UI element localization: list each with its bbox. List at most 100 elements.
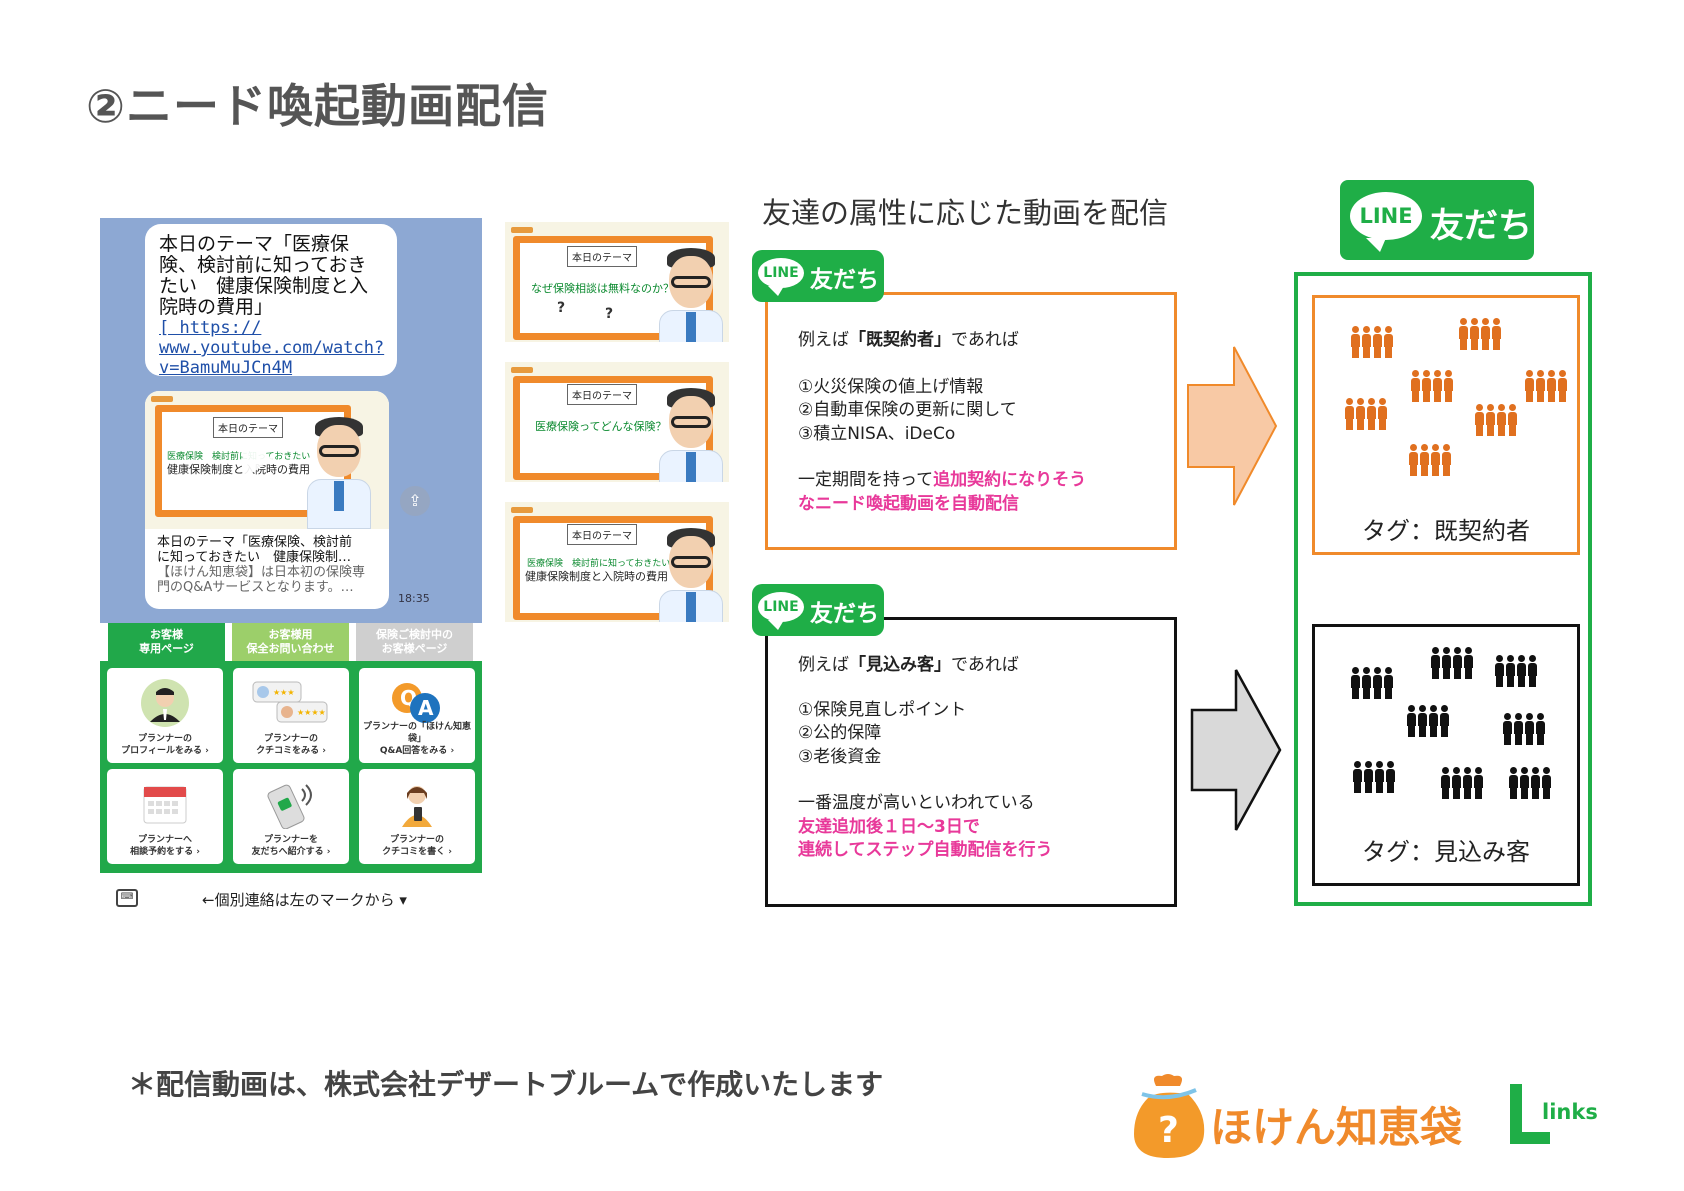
tab-label: お客様用 — [268, 628, 313, 641]
bag-question-mark: ? — [1158, 1110, 1179, 1151]
content-item: ②公的保障 — [798, 723, 882, 743]
chat-message-bubble: 本日のテーマ「医療保 険、検討前に知っておき たい 健康保険制度と入 院時の費用… — [145, 224, 397, 378]
tab-label: お客様ページ — [381, 642, 448, 655]
tile-label: Q&A回答をみる › — [379, 746, 455, 756]
tile-label: 友だちへ紹介する › — [251, 847, 331, 857]
hoken-logo-text: ほけん知恵袋 — [1210, 1103, 1463, 1152]
people-icon — [1509, 767, 1553, 799]
box-outro-line: なニード喚起動画を自動配信 — [798, 493, 1019, 514]
links-logo-text: links — [1542, 1100, 1598, 1124]
tab-prospect-page[interactable]: 保険ご検討中の お客様ページ — [356, 623, 473, 661]
people-icon — [1503, 713, 1547, 745]
theme-label: 本日のテーマ — [213, 417, 283, 438]
card-description: 本日のテーマ「医療保険、検討前 に知っておきたい 健康保険制… 【ほけん知恵袋】… — [157, 535, 382, 595]
theme-label: 本日のテーマ — [567, 384, 637, 405]
link-line[interactable]: [ https:// — [159, 318, 262, 338]
friend-tags-container: タグ：既契約者 タグ：見込み客 — [1294, 272, 1592, 906]
line-rich-menu: お客様 専用ページ お客様用 保全お問い合わせ 保険ご検討中の お客様ページ プ… — [100, 623, 482, 873]
brand-mini-logo — [511, 367, 533, 373]
line-logo-text: LINE — [758, 258, 804, 288]
video-link-card[interactable]: 本日のテーマ 医療保険 検討前に知っておきたい 健康保険制度と入院時の費用 本日… — [145, 391, 389, 609]
tag-label-prospect: タグ：見込み客 — [1362, 838, 1530, 866]
tile-label: 相談予約をする › — [130, 847, 200, 857]
board-black-text: 健康保険制度と入院時の費用 — [525, 570, 668, 583]
tile-label: プランナーの「ほけん知恵袋」 — [362, 722, 471, 744]
svg-text:★★★: ★★★ — [273, 688, 295, 697]
tab-maintenance-inquiry[interactable]: お客様用 保全お問い合わせ — [232, 623, 349, 661]
people-icon — [1411, 370, 1455, 402]
tab-label: 専用ページ — [139, 642, 194, 655]
card-sub-line: 門のQ&Aサービスとなります。… — [157, 580, 354, 595]
footnote: ＊配信動画は、株式会社デザートブルームで作成いたします — [128, 1068, 884, 1101]
box-outro: 一定期間を持って追加契約になりそう — [798, 470, 1087, 490]
box-outro-line: 友達追加後１日～3日で — [798, 816, 980, 837]
brand-mini-logo — [511, 227, 533, 233]
link-line[interactable]: v=BamuMuJCn4M — [159, 358, 293, 378]
tile-label: クチコミを書く › — [382, 847, 452, 857]
content-item: ③老後資金 — [798, 746, 882, 767]
content-item: ②自動車保険の更新に関して — [798, 400, 1017, 420]
box-intro: 例えば「既契約者」であれば — [798, 330, 1019, 350]
menu-tile-reviews[interactable]: ★★★★★★★ プランナーのクチコミをみる › — [233, 668, 349, 763]
people-icon — [1409, 444, 1453, 476]
share-icon[interactable]: ⇪ — [400, 486, 430, 516]
menu-tile-profile[interactable]: プランナーのプロフィールをみる › — [107, 668, 223, 763]
people-icon — [1431, 647, 1475, 679]
reviews-icon: ★★★★★★★ — [251, 678, 331, 732]
box-intro: 例えば「見込み客」であれば — [798, 655, 1019, 675]
link-line[interactable]: www.youtube.com/watch? — [159, 338, 385, 358]
tile-label: プランナーの — [137, 734, 192, 744]
card-text-line: に知っておきたい 健康保険制… — [157, 550, 351, 565]
line-friend-badge: LINE 友だち — [752, 250, 884, 302]
board-black-text: 健康保険制度と入院時の費用 — [167, 463, 310, 476]
video-thumbnail-3[interactable]: 本日のテーマ 医療保険 検討前に知っておきたい 健康保険制度と入院時の費用 — [505, 502, 729, 622]
play-icon[interactable] — [243, 439, 273, 479]
menu-tile-write-review[interactable]: プランナーのクチコミを書く › — [359, 769, 475, 864]
page-title: ②ニード喚起動画配信 — [86, 79, 549, 133]
tab-label: 保険ご検討中の — [376, 628, 453, 641]
tile-label: プランナーの — [389, 835, 444, 845]
board-question-text: なぜ保険相談は無料なのか？ — [531, 282, 674, 295]
tag-label-existing: タグ：既契約者 — [1362, 517, 1530, 545]
content-item: ①保険見直しポイント — [798, 699, 967, 720]
calendar-icon — [140, 779, 190, 833]
menu-tile-introduce[interactable]: プランナーを友だちへ紹介する › — [233, 769, 349, 864]
tab-label: お客様 — [150, 628, 183, 641]
question-mark: ? — [557, 300, 566, 316]
board-question-text: 医療保険ってどんな保険？ — [535, 420, 667, 433]
brand-mini-logo — [151, 396, 173, 402]
box-outro-line: 連続してステップ自動配信を行う — [798, 840, 1053, 860]
line-logo-text: LINE — [758, 592, 804, 622]
video-thumbnail-2[interactable]: 本日のテーマ 医療保険ってどんな保険？ — [505, 362, 729, 482]
tab-customer-page[interactable]: お客様 専用ページ — [108, 623, 225, 661]
youtube-link[interactable]: [ https:// www.youtube.com/watch? v=Bamu… — [159, 318, 385, 378]
video-thumbnail[interactable]: 本日のテーマ 医療保険 検討前に知っておきたい 健康保険制度と入院時の費用 — [145, 391, 389, 529]
menu-tile-reservation[interactable]: プランナーへ相談予約をする › — [107, 769, 223, 864]
content-item: ③積立NISA、iDeCo — [798, 423, 956, 444]
video-thumbnail-1[interactable]: 本日のテーマ なぜ保険相談は無料なのか？ ? ? — [505, 222, 729, 342]
tile-label: プランナーへ — [137, 835, 192, 845]
tile-label: プランナーの — [263, 734, 318, 744]
people-icon — [1351, 326, 1395, 358]
people-icon — [1525, 370, 1569, 402]
menu-footer-hint[interactable]: ←個別連絡は左のマークから ▾ — [202, 891, 407, 909]
box-outro: 一番温度が高いといわれている — [798, 793, 1035, 813]
people-icon — [1351, 667, 1395, 699]
people-icon — [1475, 404, 1519, 436]
tile-label: プランナーを — [263, 835, 318, 845]
board-green-text: 医療保険 検討前に知っておきたい — [167, 452, 311, 462]
card-sub-line: 【ほけん知恵袋】は日本初の保険専 — [157, 565, 366, 580]
badge-friend-text: 友だち — [810, 267, 879, 293]
keyboard-icon[interactable]: ⌨ — [116, 889, 138, 907]
menu-grid: プランナーのプロフィールをみる › ★★★★★★★ プランナーのクチコミをみる … — [100, 661, 482, 873]
smartphone-share-icon — [256, 779, 326, 833]
svg-text:★★★★: ★★★★ — [297, 708, 326, 717]
bubble-text-line: たい 健康保険制度と入 — [159, 275, 369, 297]
badge-friend-text: 友だち — [810, 601, 879, 627]
planner-avatar-icon — [140, 678, 190, 732]
people-icon — [1345, 398, 1389, 430]
tab-label: 保全お問い合わせ — [246, 642, 335, 655]
theme-label: 本日のテーマ — [567, 524, 637, 545]
